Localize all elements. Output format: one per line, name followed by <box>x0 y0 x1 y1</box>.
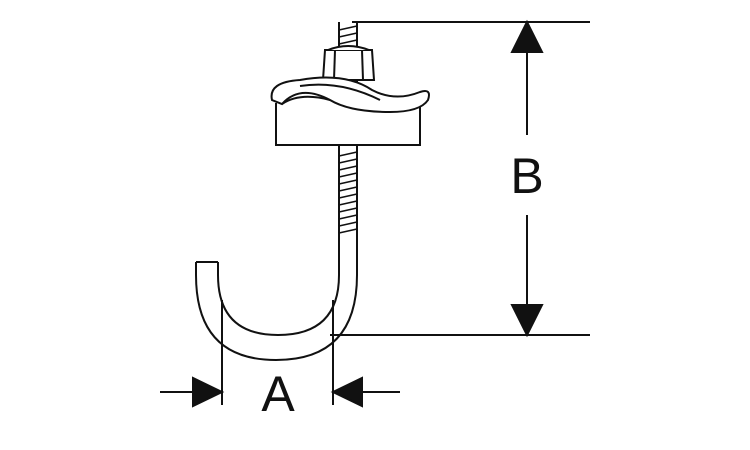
nut <box>321 45 376 81</box>
thread-mark <box>338 39 358 45</box>
thread-mark <box>338 179 358 185</box>
arrowhead-down <box>510 304 544 338</box>
dimension-label-a: A <box>261 366 295 422</box>
dimension-b: B <box>330 19 590 338</box>
dimension-a: A <box>160 300 400 422</box>
arrowhead-left <box>330 376 363 408</box>
arrowhead-right <box>192 376 225 408</box>
thread-mark <box>338 25 358 31</box>
thread-mark <box>338 158 358 164</box>
thread-mark <box>338 207 358 213</box>
thread-mark <box>338 200 358 206</box>
thread-mark <box>338 221 358 227</box>
toggle-wing <box>270 76 430 146</box>
thread-mark <box>338 151 358 157</box>
thread-mark <box>338 172 358 178</box>
thread-mark <box>338 165 358 171</box>
thread-mark <box>338 228 358 234</box>
thread-mark <box>338 186 358 192</box>
thread-mark <box>338 193 358 199</box>
arrowhead-up <box>510 19 544 53</box>
dimension-label-b: B <box>510 148 543 204</box>
thread-mark <box>338 32 358 38</box>
thread-mark <box>338 214 358 220</box>
